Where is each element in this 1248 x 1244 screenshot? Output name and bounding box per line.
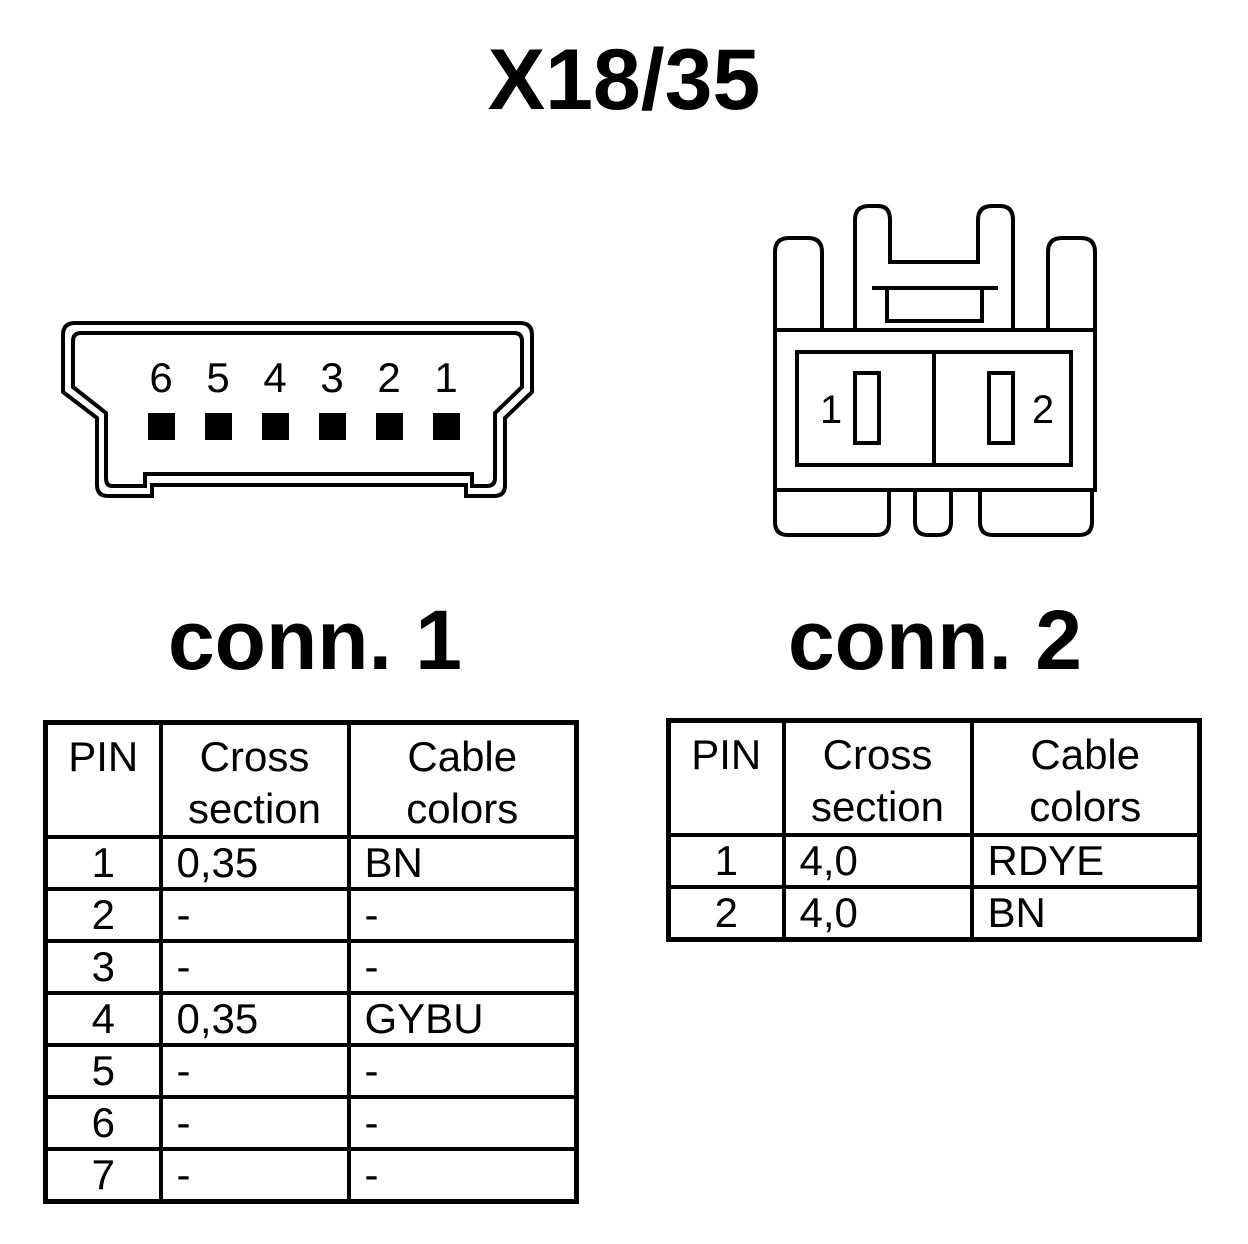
cable-color-cell: - [346, 1095, 579, 1151]
cable-color-cell: BN [346, 835, 579, 891]
pin-label: 3 [320, 354, 343, 401]
connector-2-pin-labels: 1 2 [820, 388, 1054, 432]
pin-square [262, 413, 289, 440]
header-cable-colors: Cable colors [346, 720, 579, 839]
header-cable-colors: Cable colors [969, 718, 1202, 837]
pin-cell: 1 [666, 833, 786, 889]
pin-cell: 2 [43, 887, 163, 943]
pin-square [433, 413, 460, 440]
cable-color-cell: - [346, 887, 579, 943]
pin-label: 1 [434, 354, 457, 401]
table-row: 2 - - [43, 887, 579, 943]
pin-label: 5 [206, 354, 229, 401]
pin-cell: 4 [43, 991, 163, 1047]
connector-1-pin-labels: 6 5 4 3 2 1 [149, 354, 457, 401]
cross-section-cell: 0,35 [158, 991, 351, 1047]
pin-square [319, 413, 346, 440]
cable-color-cell: - [346, 1043, 579, 1099]
table-header-row: PIN Cross section Cable colors [43, 720, 579, 839]
connector-1-pins [148, 413, 460, 440]
cable-color-cell: - [346, 939, 579, 995]
cross-section-cell: - [158, 1043, 351, 1099]
diagram-title: X18/35 [487, 32, 761, 128]
connector-2-label: conn. 2 [787, 593, 1083, 687]
cross-section-cell: 4,0 [781, 885, 974, 942]
pin-cell: 6 [43, 1095, 163, 1151]
cross-section-cell: - [158, 939, 351, 995]
connector-drawings: 6 5 4 3 2 1 1 2 [61, 204, 1097, 537]
header-pin: PIN [43, 720, 163, 839]
pin-square [205, 413, 232, 440]
table-row: 6 - - [43, 1095, 579, 1151]
table-row: 3 - - [43, 939, 579, 995]
table-row: 5 - - [43, 1043, 579, 1099]
table-row: 1 4,0 RDYE [666, 833, 1202, 889]
connector-2-pin-table: PIN Cross section Cable colors 1 4,0 RDY… [666, 718, 1202, 942]
cable-color-cell: GYBU [346, 991, 579, 1047]
table-row: 7 - - [43, 1147, 579, 1204]
cable-color-cell: - [346, 1147, 579, 1204]
connector-1-housing [61, 321, 534, 498]
pin-square [148, 413, 175, 440]
cross-section-cell: - [158, 1095, 351, 1151]
pin-cell: 2 [666, 885, 786, 942]
table-row: 1 0,35 BN [43, 835, 579, 891]
cross-section-cell: 4,0 [781, 833, 974, 889]
pin-label: 4 [263, 354, 286, 401]
pin-cell: 5 [43, 1043, 163, 1099]
table-row: 4 0,35 GYBU [43, 991, 579, 1047]
pin-cell: 1 [43, 835, 163, 891]
pin-cell: 3 [43, 939, 163, 995]
connector-1-label: conn. 1 [167, 593, 463, 687]
header-pin: PIN [666, 718, 786, 837]
pin-square [376, 413, 403, 440]
pin-label: 2 [1032, 388, 1054, 432]
pin-label: 2 [377, 354, 400, 401]
cross-section-cell: - [158, 1147, 351, 1204]
cross-section-cell: 0,35 [158, 835, 351, 891]
table-header-row: PIN Cross section Cable colors [666, 718, 1202, 837]
cross-section-cell: - [158, 887, 351, 943]
cable-color-cell: RDYE [969, 833, 1202, 889]
pin-cell: 7 [43, 1147, 163, 1204]
connector-1-pin-table: PIN Cross section Cable colors 1 0,35 BN… [43, 720, 579, 1204]
cable-color-cell: BN [969, 885, 1202, 942]
table-row: 2 4,0 BN [666, 885, 1202, 942]
pin-label: 1 [820, 388, 842, 432]
header-cross-section: Cross section [781, 718, 974, 837]
pin-label: 6 [149, 354, 172, 401]
connector-2-housing [773, 204, 1097, 537]
header-cross-section: Cross section [158, 720, 351, 839]
